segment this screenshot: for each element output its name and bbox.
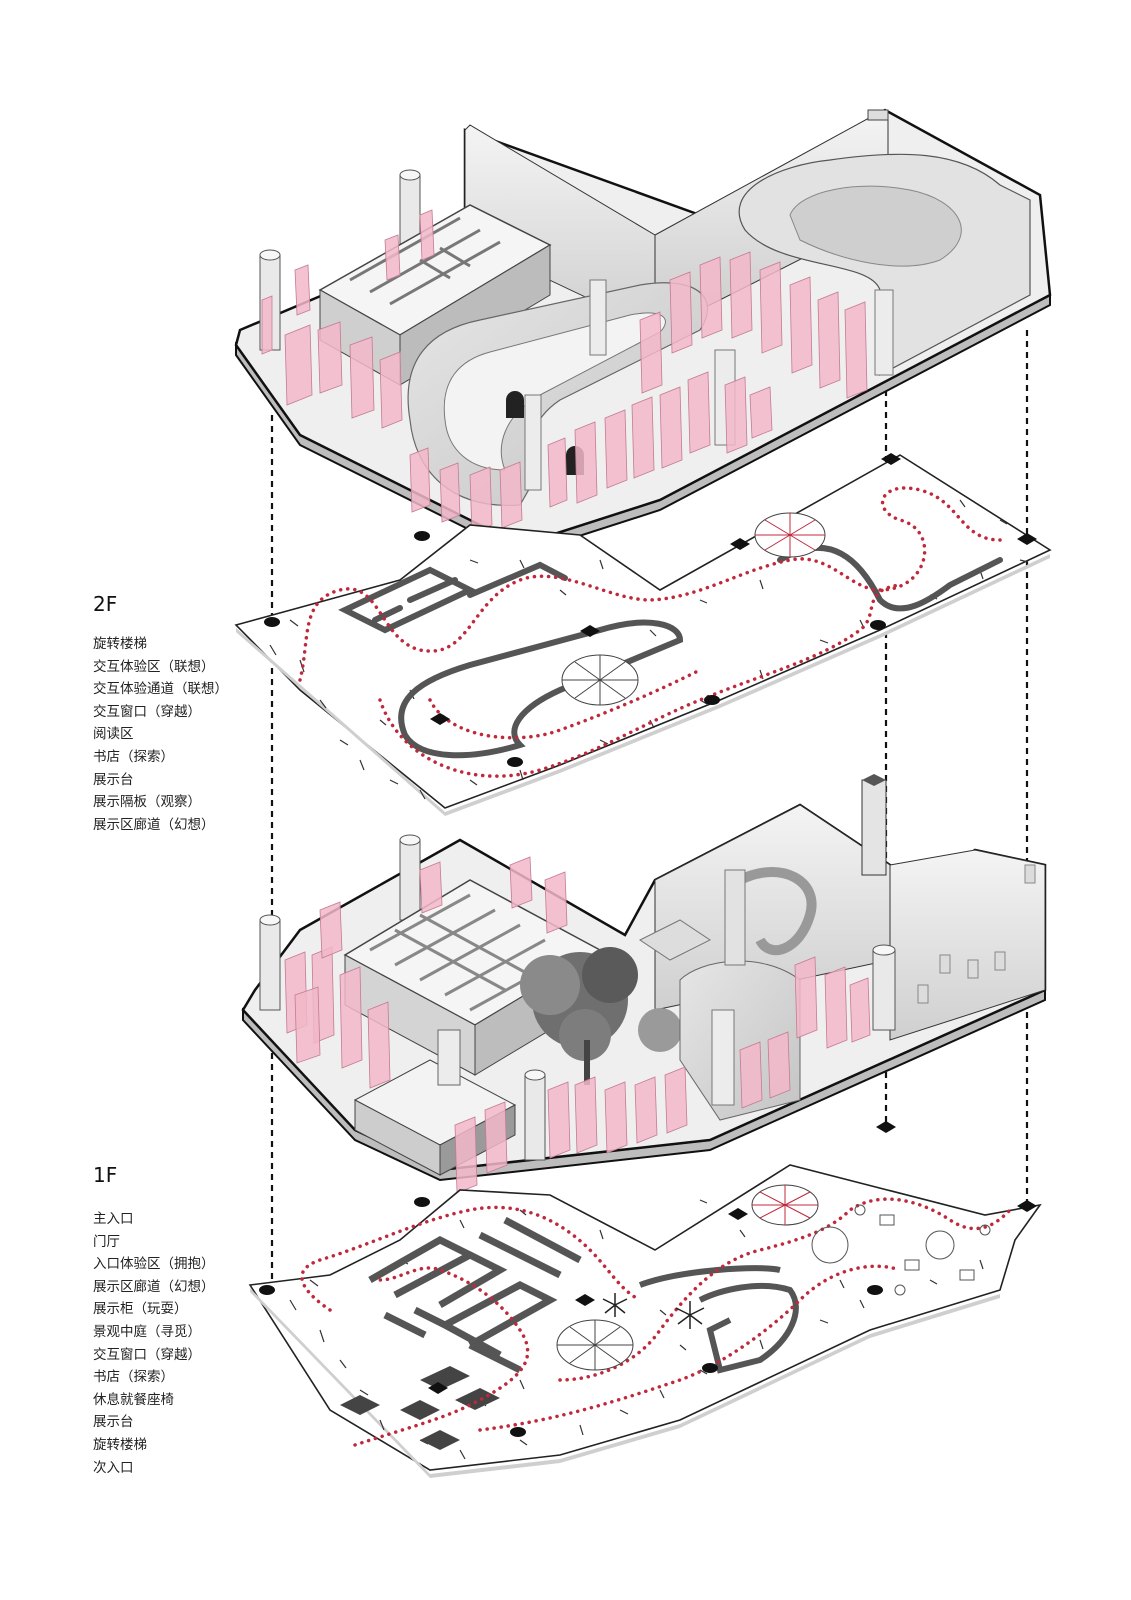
legend-item: 展示区廊道（幻想）	[93, 1278, 215, 1295]
2f-u-loop	[407, 279, 709, 506]
legend-item: 门厅	[93, 1233, 120, 1250]
1f-chimney	[861, 774, 887, 876]
1f-column-front	[524, 1069, 546, 1161]
1f-plan-blocks	[340, 1366, 500, 1450]
1f-circulation-path	[300, 1197, 1012, 1447]
1f-column-markers	[259, 1121, 1037, 1437]
1f-plan-maze-walls	[368, 1216, 582, 1374]
2f-spiral-stair-center	[561, 654, 639, 706]
1f-column-mid	[399, 834, 421, 921]
legend-item: 展示区廊道（幻想）	[93, 816, 215, 833]
2f-circulation-path	[298, 486, 1002, 778]
legend-2f: 旋转楼梯 交互体验区（联想） 交互体验通道（联想） 交互窗口（穿越） 阅读区 书…	[93, 633, 228, 836]
legend-item: 交互窗口（穿越）	[93, 1346, 201, 1363]
1f-column-left	[259, 914, 281, 1011]
1f-spiral-stair-left	[556, 1319, 634, 1371]
legend-item: 交互窗口（穿越）	[93, 703, 201, 720]
floor-label-2f: 2F	[93, 592, 118, 616]
1f-stools	[917, 864, 1036, 1004]
2f-floor-plan	[234, 453, 1052, 816]
1f-palm-2	[675, 1301, 705, 1329]
legend-item: 景观中庭（寻觅）	[93, 1323, 201, 1340]
1f-plan-outline	[248, 1164, 1042, 1471]
1f-column-right	[872, 944, 896, 1031]
floor-label-1f: 1F	[93, 1163, 118, 1187]
2f-pink-panels	[261, 209, 868, 534]
legend-item: 展示柜（玩耍）	[93, 1301, 188, 1318]
legend-item: 展示台	[93, 1414, 134, 1431]
legend-item: 展示隔板（观察）	[93, 794, 201, 811]
2f-roof-hatch	[867, 109, 889, 121]
2f-spiral-stair-right	[754, 512, 826, 558]
legend-item: 展示台	[93, 771, 134, 788]
1f-spiral-stair-right	[751, 1184, 819, 1226]
legend-item: 旋转楼梯	[93, 636, 147, 652]
1f-building-model	[241, 774, 1047, 1194]
1f-palm-1	[602, 1293, 628, 1317]
2f-column-markers	[264, 453, 1037, 767]
legend-item: 书店（探索）	[93, 1369, 174, 1386]
legend-item: 交互体验通道（联想）	[93, 681, 228, 698]
legend-item: 旋转楼梯	[93, 1436, 147, 1453]
legend-item: 入口体验区（拥抱）	[93, 1256, 215, 1273]
legend-item: 次入口	[93, 1459, 134, 1476]
2f-building-model	[234, 108, 1052, 557]
1f-pink-panels	[284, 856, 871, 1194]
1f-seating	[811, 1204, 991, 1296]
legend-1f: 主入口 门厅 入口体验区（拥抱） 展示区廊道（幻想） 展示柜（玩耍） 景观中庭（…	[93, 1208, 215, 1479]
legend-item: 交互体验区（联想）	[93, 658, 215, 675]
legend-item: 阅读区	[93, 726, 134, 743]
legend-item: 休息就餐座椅	[93, 1391, 174, 1408]
legend-item: 书店（探索）	[93, 748, 174, 765]
1f-floor-plan	[248, 1121, 1042, 1478]
1f-courtyard-tree	[520, 947, 682, 1085]
legend-item: 主入口	[93, 1211, 134, 1227]
2f-column-mid	[399, 169, 421, 256]
